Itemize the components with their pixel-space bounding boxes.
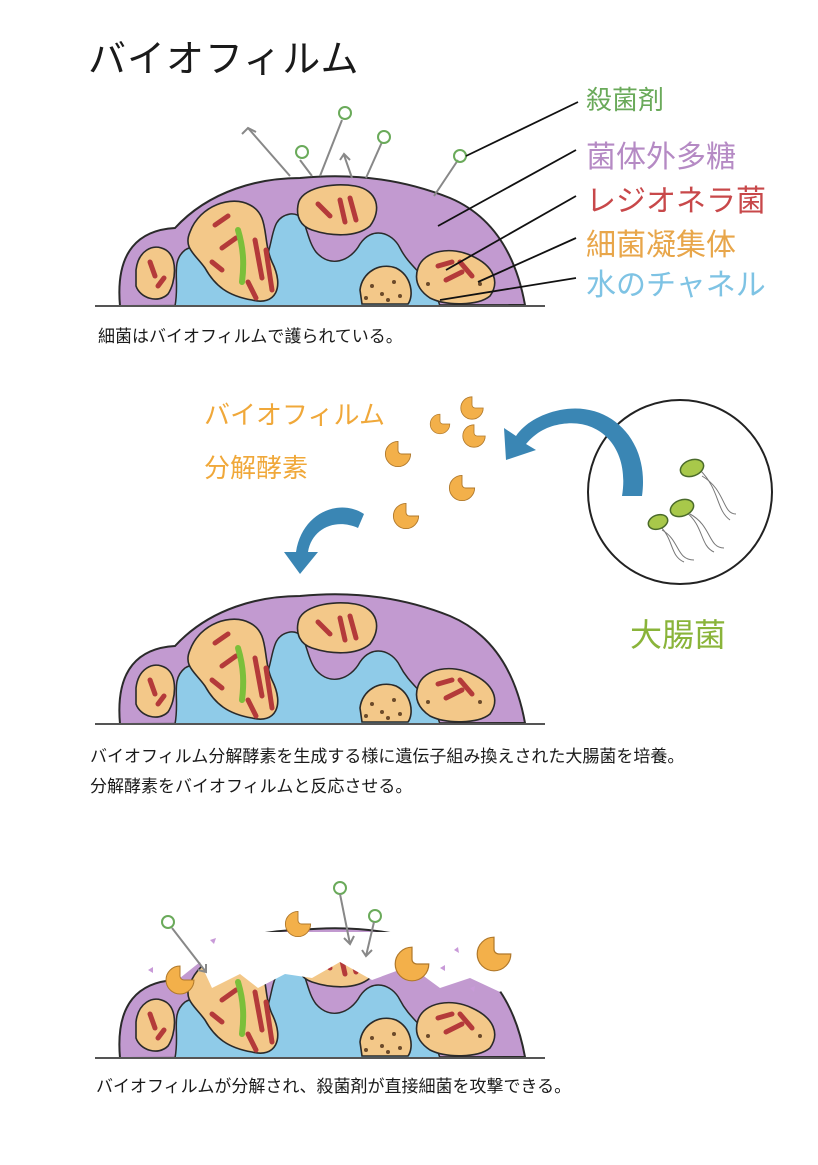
label-legionella: レジオネラ菌 [586, 184, 766, 219]
biofilm-mound-treated [95, 594, 545, 724]
label-bactericide: 殺菌剤 [586, 86, 665, 116]
biofilm-mound-intact [95, 176, 545, 306]
label-enzyme-line2: 分解酵素 [204, 454, 309, 484]
caption-panel2-line2: 分解酵素をバイオフィルムと反応させる。 [90, 777, 413, 797]
label-water-channel: 水のチャネル [586, 268, 766, 303]
label-ecoli: 大腸菌 [630, 616, 727, 654]
label-enzyme-line1: バイオフィルム [204, 401, 385, 431]
ecoli-bacterium-3 [647, 513, 669, 531]
page-title: バイオフィルム [88, 37, 360, 81]
ecoli-bacterium-1 [679, 458, 705, 478]
bactericide-attacking [161, 881, 382, 974]
ecoli-bacterium-2 [669, 498, 695, 518]
flow-arrows [284, 408, 644, 574]
caption-panel3: バイオフィルムが分解され、殺菌剤が直接細菌を攻撃できる。 [96, 1077, 572, 1097]
pointer-lines [437, 101, 579, 301]
biofilm-mound-degraded [95, 928, 545, 1058]
label-polysaccharide: 菌体外多糖 [586, 140, 736, 175]
caption-panel2-line1: バイオフィルム分解酵素を生成する様に遺伝子組み換えされた大腸菌を培養。 [90, 747, 685, 767]
caption-panel1: 細菌はバイオフィルムで護られている。 [98, 327, 403, 347]
fragments [148, 938, 475, 992]
enzyme-particles [384, 396, 486, 530]
label-aggregate: 細菌凝集体 [586, 228, 736, 263]
